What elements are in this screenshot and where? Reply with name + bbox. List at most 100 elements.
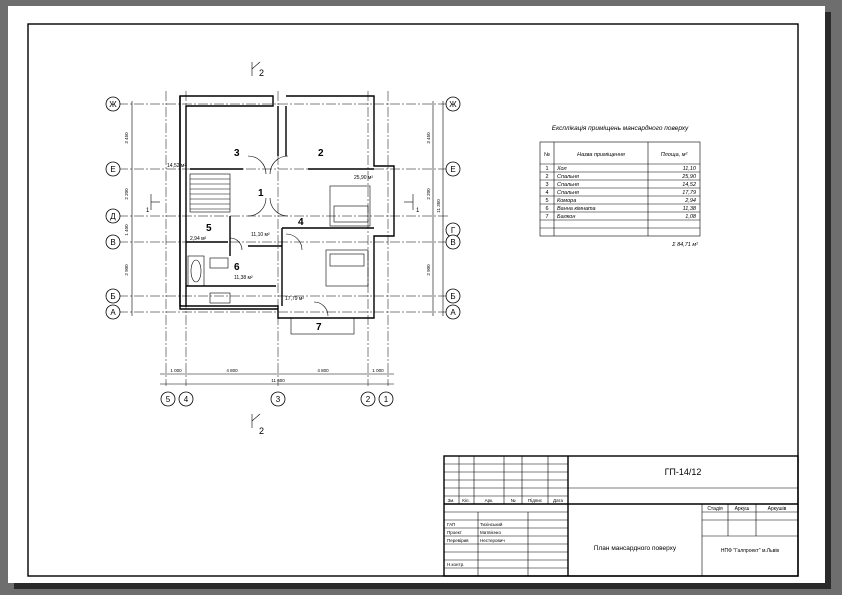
explication-cell-2-1: 2 xyxy=(545,174,548,180)
room-area-2: 25,90 м² xyxy=(354,175,373,181)
axis-bubbles-numbers: 5 4 3 2 1 xyxy=(160,391,394,407)
rev-header-5: Підпис xyxy=(528,498,543,503)
stage-label: Стадія xyxy=(707,506,723,512)
rev-header-2: Кіл. xyxy=(462,498,470,503)
explication-cell-3-3: 14,52 xyxy=(682,182,696,188)
drawing-sheet: 2 2 1 1 3 14,52 м² 2 25,90 м² 1 11,10 м²… xyxy=(8,6,825,583)
dim-right-2: 2 200 xyxy=(426,188,431,200)
staff-name-1: Тихінський xyxy=(480,521,503,527)
axis-left-a: А xyxy=(110,308,116,317)
room-number-4: 4 xyxy=(298,217,304,228)
staff-role-2: Проект xyxy=(447,530,462,535)
title-block: ГП-14/12 План мансардного поверху НПФ "Г… xyxy=(443,455,799,577)
room-number-2: 2 xyxy=(318,148,324,159)
room-area-6: 11,38 м² xyxy=(234,275,253,281)
explication-cell-6-1: 6 xyxy=(545,206,548,212)
sheet-title: План мансардного поверху xyxy=(594,545,677,552)
dim-bottom-total: 11 600 xyxy=(271,378,285,383)
axis-bubbles-letters: Ж Е Д В Б А Ж Е Г В Б А xyxy=(105,96,461,320)
axis-2: 2 xyxy=(366,395,371,404)
drawing-frame xyxy=(27,23,799,577)
dim-bottom-4: 1 000 xyxy=(372,368,384,373)
axis-left-v: В xyxy=(110,238,115,247)
staff-name-3: Нестерович xyxy=(480,538,505,543)
explication-total: Σ 84,71 м² xyxy=(671,242,698,248)
explication-cell-1-3: 11,10 xyxy=(683,166,697,172)
axis-left-e: Е xyxy=(110,165,115,174)
staff-name-2: Матвієнко xyxy=(480,530,501,535)
staff-role-3: Перевірив xyxy=(447,538,469,543)
section-mark-bottom: 2 xyxy=(259,426,264,436)
explication-cell-6-3: 11,38 xyxy=(683,206,697,212)
explication-table: Експлікація приміщень мансардного поверх… xyxy=(539,124,701,248)
sheets-label: Аркушів xyxy=(768,506,787,512)
section-marks: 2 2 1 1 xyxy=(146,61,420,436)
stair-flight xyxy=(189,173,231,213)
staff-role-5: Н.контр. xyxy=(447,562,464,567)
explication-cell-3-2: Спальня xyxy=(557,182,579,188)
dim-bottom-3: 4 800 xyxy=(317,368,329,373)
axis-right-zh: Ж xyxy=(449,100,457,109)
explication-header-name: Назва приміщення xyxy=(577,152,625,158)
axis-lines xyxy=(118,91,448,386)
explication-cell-5-3: 2,94 xyxy=(684,198,696,204)
explication-header-area: Площа, м² xyxy=(661,152,688,158)
dimension-lines: 1 000 4 800 4 800 1 000 11 600 3 450 2 2… xyxy=(124,101,444,385)
rev-header-4: № xyxy=(511,498,516,503)
explication-cell-5-1: 5 xyxy=(545,198,548,204)
explication-cell-6-2: Ванна кімната xyxy=(557,206,596,212)
dim-right-total: 11 350 xyxy=(436,199,441,213)
room-number-3: 3 xyxy=(234,148,240,159)
explication-cell-2-3: 25,90 xyxy=(681,174,697,180)
axis-1: 1 xyxy=(384,395,389,404)
dim-left-1: 3 450 xyxy=(124,132,129,144)
dim-left-3: 1 400 xyxy=(124,224,129,236)
axis-4: 4 xyxy=(184,395,189,404)
room-area-3: 14,52 м² xyxy=(167,163,186,169)
room-area-1: 11,10 м² xyxy=(251,232,270,238)
explication-cell-4-1: 4 xyxy=(545,190,548,196)
explication-cell-4-2: Спальня xyxy=(557,190,579,196)
room-area-5: 2,94 м² xyxy=(190,236,207,242)
axis-right-e: Е xyxy=(450,165,455,174)
axis-left-zh: Ж xyxy=(109,100,117,109)
dim-right-1: 3 450 xyxy=(426,132,431,144)
explication-cell-7-3: 1,08 xyxy=(685,214,697,220)
rev-header-1: Зм. xyxy=(447,498,454,503)
axis-right-v: В xyxy=(450,238,455,247)
axis-right-g: Г xyxy=(451,226,456,235)
axis-5: 5 xyxy=(166,395,171,404)
explication-cell-2-2: Спальня xyxy=(557,174,579,180)
axis-right-a: А xyxy=(450,308,456,317)
axis-right-b: Б xyxy=(450,292,455,301)
staff-role-1: ГАП xyxy=(447,522,455,527)
floor-plan-walls xyxy=(179,95,395,335)
explication-cell-7-1: 7 xyxy=(545,214,548,220)
room-number-5: 5 xyxy=(206,223,212,234)
explication-cell-5-2: Комора xyxy=(557,198,576,204)
sheet-code: ГП-14/12 xyxy=(665,467,702,477)
room-number-7: 7 xyxy=(316,322,322,333)
dim-bottom-1: 1 000 xyxy=(170,368,182,373)
section-mark-right: 1 xyxy=(416,208,420,214)
axis-3: 3 xyxy=(276,395,281,404)
axis-left-b: Б xyxy=(110,292,115,301)
dim-left-2: 2 200 xyxy=(124,188,129,200)
section-mark-left: 1 xyxy=(146,208,150,214)
explication-header-no: № xyxy=(544,152,550,158)
door-swings xyxy=(229,155,329,317)
explication-cell-7-2: Балкон xyxy=(557,214,575,220)
explication-cell-1-1: 1 xyxy=(545,166,548,172)
room-number-1: 1 xyxy=(258,188,264,199)
room-labels: 3 14,52 м² 2 25,90 м² 1 11,10 м² 5 2,94 … xyxy=(167,148,373,333)
sheet-label: Аркуш xyxy=(735,506,750,512)
section-mark-top: 2 xyxy=(259,68,264,78)
rev-header-3: Арк. xyxy=(485,498,494,503)
rev-header-6: Дата xyxy=(553,498,563,503)
explication-title: Експлікація приміщень мансардного поверх… xyxy=(552,124,689,132)
room-number-6: 6 xyxy=(234,262,240,273)
furniture xyxy=(187,185,371,304)
explication-cell-1-2: Хол xyxy=(556,166,567,172)
dim-left-4: 2 900 xyxy=(124,264,129,276)
